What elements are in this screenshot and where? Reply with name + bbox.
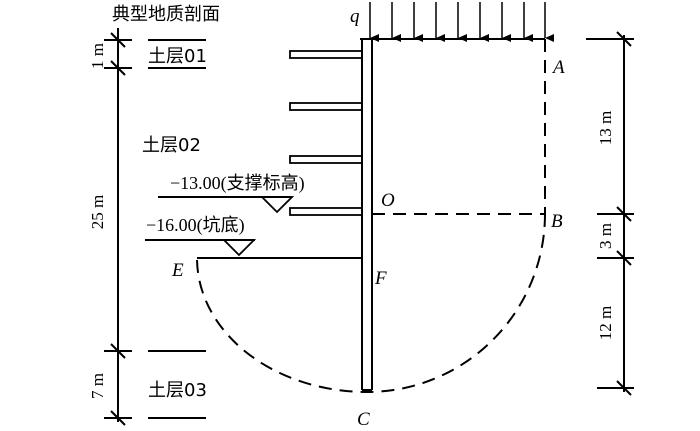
left-dim-25m: 25 m <box>88 195 107 229</box>
right-dim-12m: 12 m <box>596 306 615 340</box>
label-point-E: E <box>171 260 184 281</box>
soil-layer2-label: 土层02 <box>142 135 201 156</box>
label-point-F: F <box>374 268 387 289</box>
elevation-pit-bottom-label: −16.00(坑底) <box>146 215 245 236</box>
diagram-title: 典型地质剖面 <box>112 4 220 25</box>
strut-1 <box>289 50 363 59</box>
left-dimension-line <box>104 28 132 426</box>
elevation-support-label: −13.00(支撑标高) <box>170 173 305 194</box>
strut-3 <box>289 155 363 164</box>
right-dimension-line <box>586 31 634 396</box>
failure-surface <box>196 39 546 394</box>
label-point-C: C <box>357 409 370 430</box>
label-point-A: A <box>551 57 565 78</box>
right-dim-3m: 3 m <box>596 223 615 249</box>
label-point-B: B <box>551 211 563 232</box>
soil-layer3-label: 土层03 <box>148 380 207 401</box>
elevation-support-mark <box>158 196 295 214</box>
strut-4 <box>289 207 363 216</box>
elevation-pit-bottom-mark <box>145 239 257 257</box>
distributed-load-arrows <box>369 2 554 42</box>
left-dim-7m: 7 m <box>88 373 107 399</box>
label-point-O: O <box>381 190 395 211</box>
strut-2 <box>289 102 363 111</box>
left-dim-1m: 1 m <box>88 43 107 69</box>
label-q: q <box>350 6 360 27</box>
right-dim-13m: 13 m <box>596 111 615 145</box>
soil-layer1-label: 土层01 <box>148 46 207 67</box>
retaining-wall <box>361 39 373 391</box>
struts <box>289 50 363 216</box>
